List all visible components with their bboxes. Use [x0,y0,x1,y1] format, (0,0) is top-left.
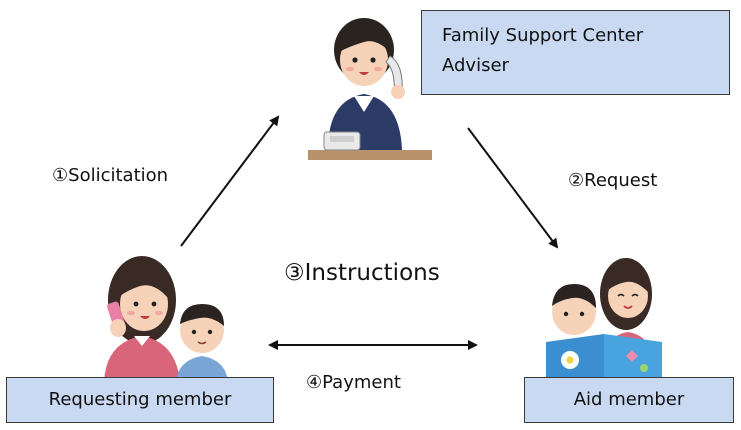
aid-member-box: Aid member [524,377,734,423]
step-solicitation-label: ①Solicitation [52,165,169,186]
requesting-member-box: Requesting member [6,377,274,423]
adviser-box-line2: Adviser [442,55,509,76]
adviser-box-line1: Family Support Center [442,25,644,46]
solicitation-arrow [180,115,280,247]
step-request-label: ②Request [568,170,658,191]
request-arrow [467,127,559,249]
adviser-box: Family Support Center Adviser [421,10,730,95]
step-instructions-label: ③Instructions [284,260,440,286]
adviser-illustration [308,18,432,160]
aid-illustration [546,258,662,382]
requesting-illustration [104,256,228,382]
step-payment-label: ④Payment [306,372,401,393]
aid-member-label: Aid member [573,389,685,410]
requesting-member-label: Requesting member [48,389,232,410]
